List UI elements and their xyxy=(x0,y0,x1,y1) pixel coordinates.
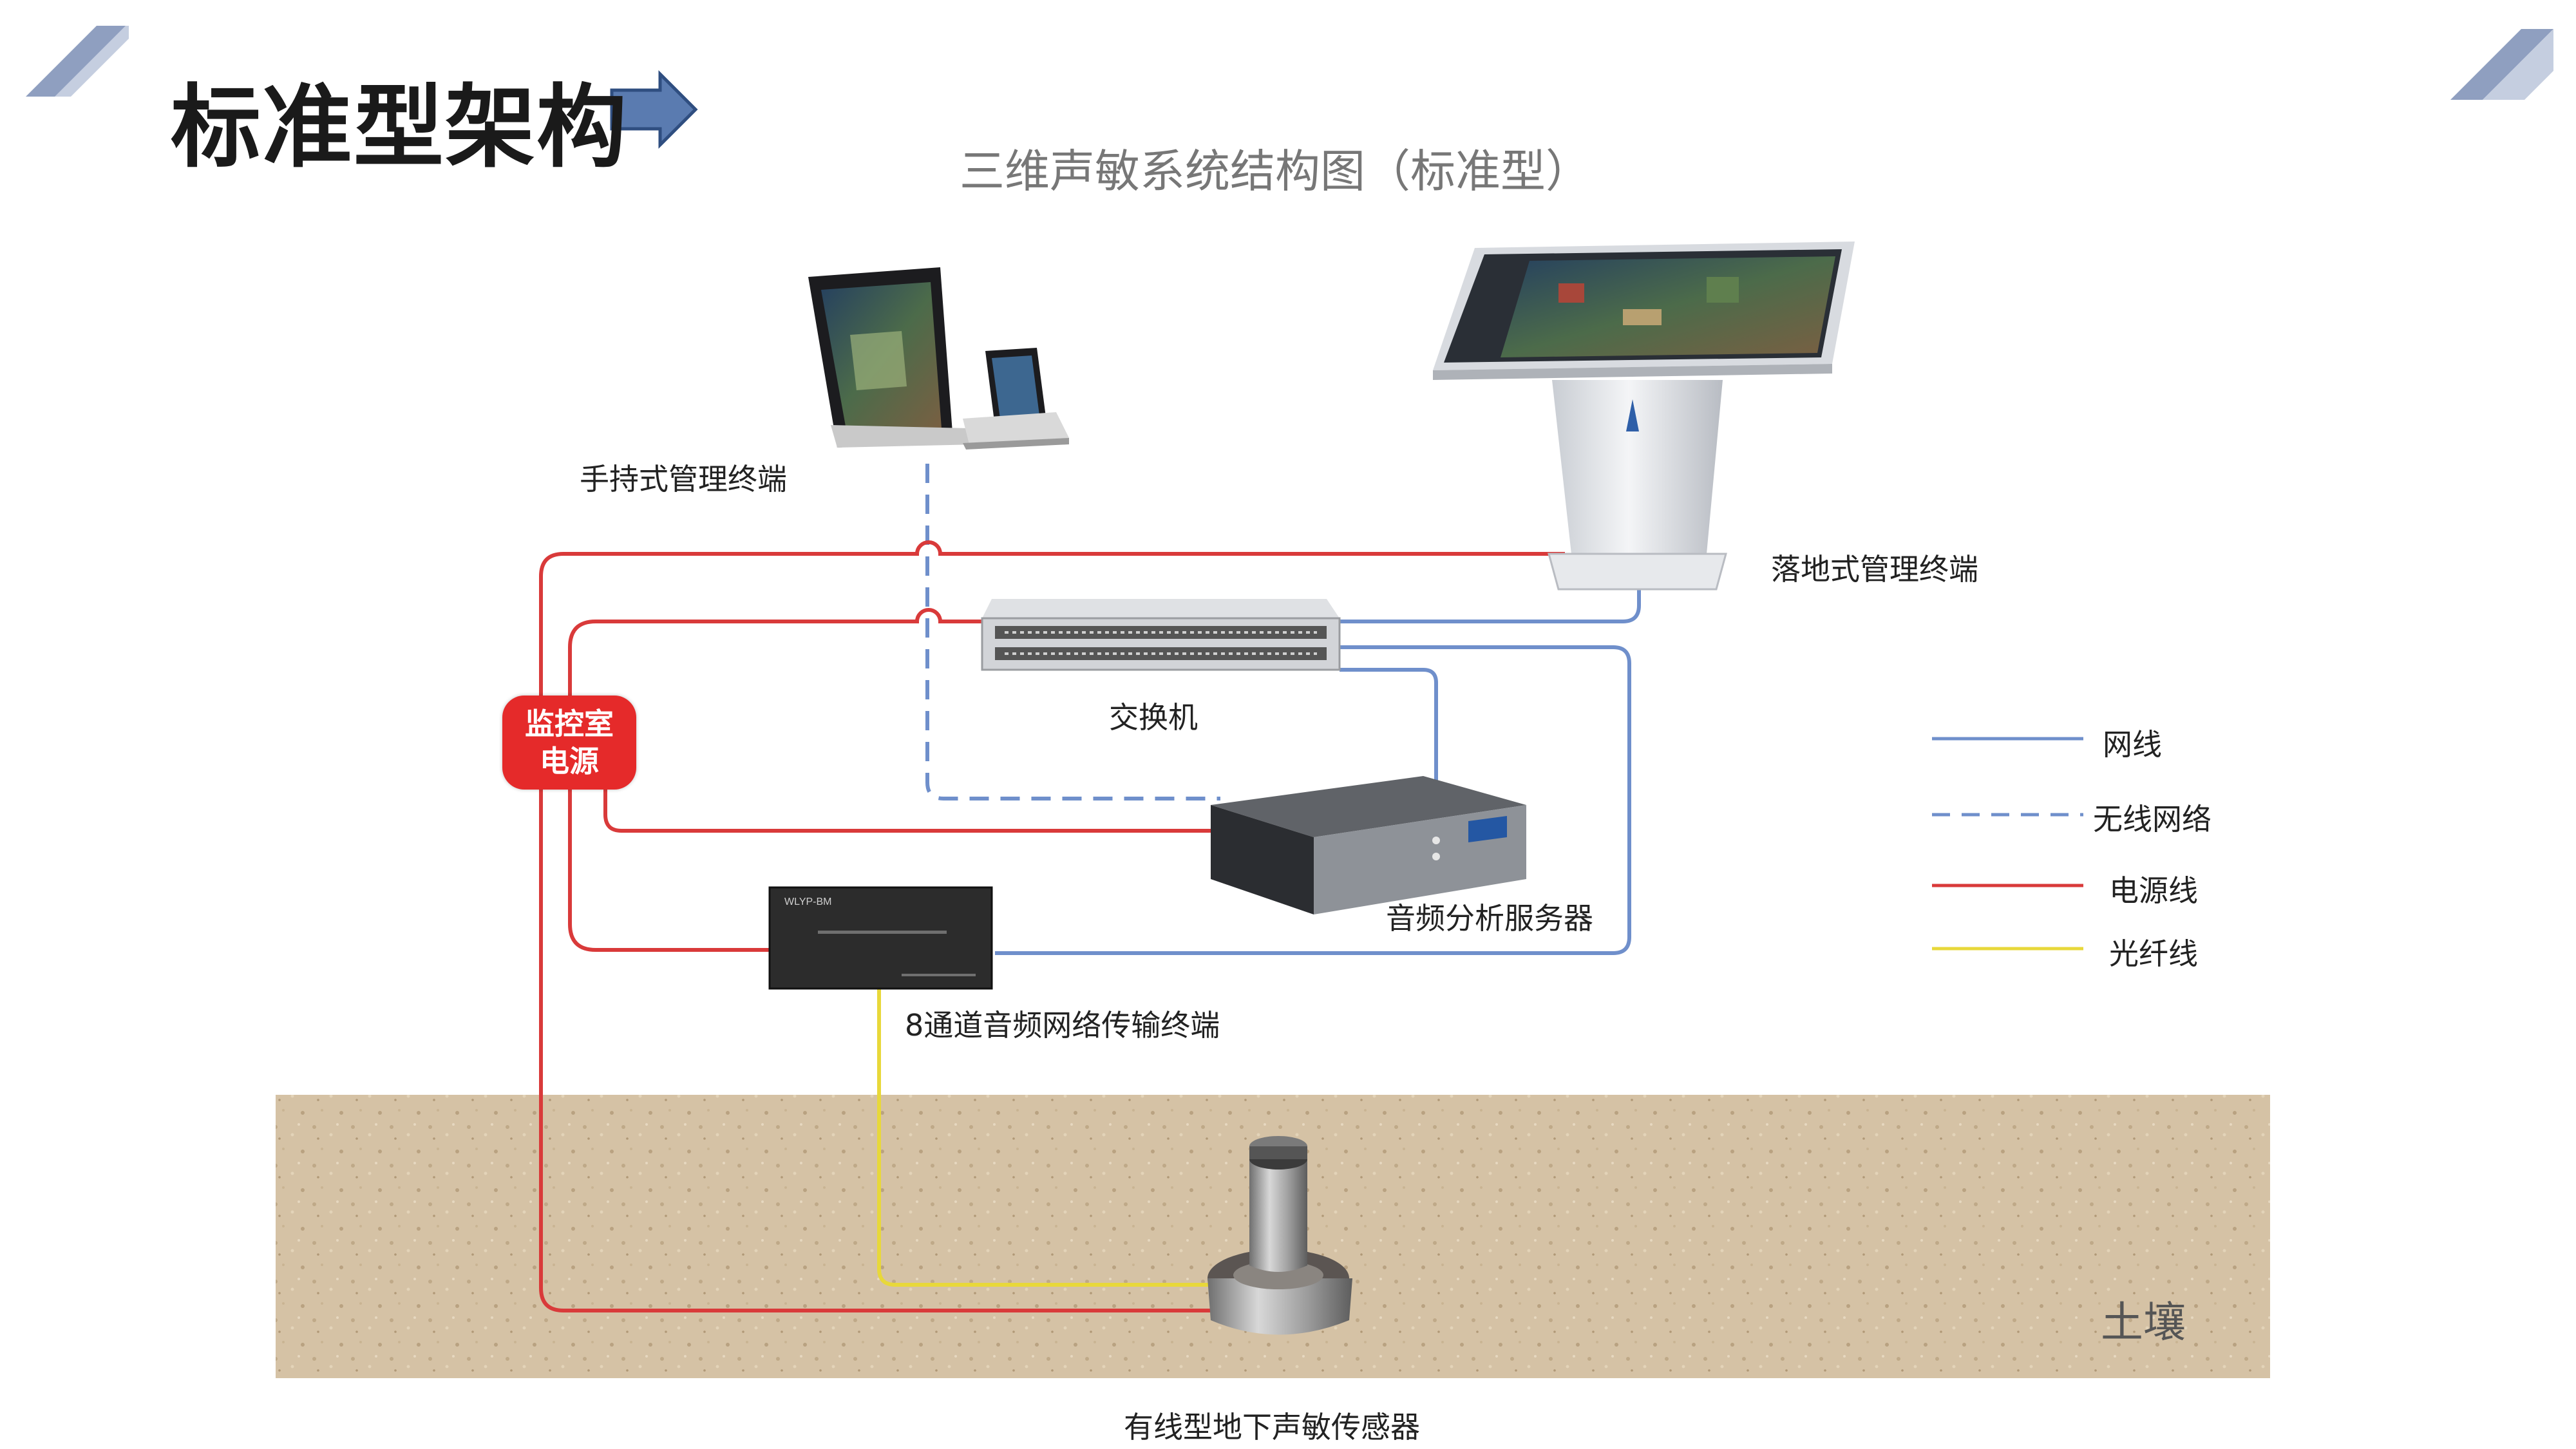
switch-label: 交换机 xyxy=(1109,700,1198,735)
power-badge-line-2: 电源 xyxy=(540,744,599,779)
legend-label-wireless: 无线网络 xyxy=(2093,802,2211,837)
terminal-model-text: WLYP-BM xyxy=(784,896,831,907)
fiber-cable xyxy=(877,989,1233,1287)
legend-label-network: 网线 xyxy=(2103,727,2162,762)
legend-swatches xyxy=(1932,737,2083,951)
sensor-label: 有线型地下声敏传感器 xyxy=(1124,1410,1420,1444)
phone-device xyxy=(963,348,1069,450)
tablet-device xyxy=(808,267,979,448)
title-arrow-icon xyxy=(610,70,698,149)
corner-decoration-left xyxy=(26,26,129,97)
switch-device xyxy=(981,599,1341,671)
power-cables xyxy=(539,540,1565,1312)
power-badge-line-1: 监控室 xyxy=(525,706,614,741)
power-source-badge: 监控室 电源 xyxy=(502,696,636,790)
corner-decoration-right xyxy=(2450,29,2553,100)
wireless-link xyxy=(925,464,1220,800)
audio-terminal-device: WLYP-BM xyxy=(768,886,993,990)
legend-label-fiber: 光纤线 xyxy=(2109,936,2198,971)
network-cables xyxy=(995,583,1641,955)
sensor-device xyxy=(1208,1136,1352,1335)
handheld-terminal-label: 手持式管理终端 xyxy=(580,462,787,497)
kiosk-terminal-label: 落地式管理终端 xyxy=(1771,552,1978,587)
diagram-title: 三维声敏系统结构图（标准型） xyxy=(960,145,1591,198)
page-title: 标准型架构 xyxy=(171,75,629,180)
audio-server-label: 音频分析服务器 xyxy=(1386,901,1593,936)
audio-terminal-label: 8通道音频网络传输终端 xyxy=(905,1008,1220,1043)
soil-label: 土壤 xyxy=(2101,1298,2186,1347)
legend-label-power: 电源线 xyxy=(2109,873,2198,908)
kiosk-terminal-device xyxy=(1433,242,1855,591)
server-device xyxy=(1211,776,1526,914)
